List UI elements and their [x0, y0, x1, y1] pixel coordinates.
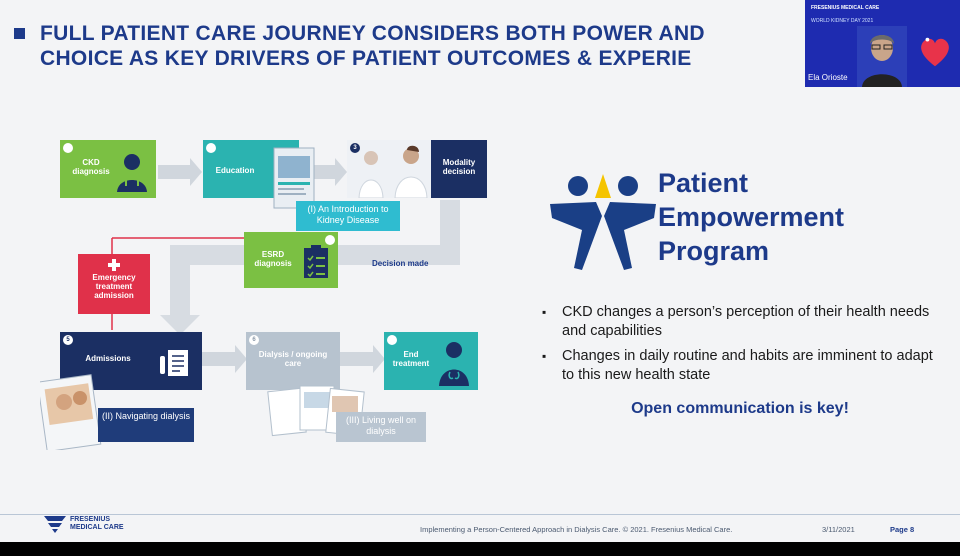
program-title-line-3: Program — [658, 236, 770, 266]
title-line-1: FULL PATIENT CARE JOURNEY CONSIDERS BOTH… — [40, 22, 705, 45]
patient-icon — [439, 342, 469, 386]
document-icon — [160, 350, 188, 376]
program-bullets: CKD changes a person’s perception of the… — [540, 303, 940, 391]
step-number: 5 — [63, 335, 73, 345]
fresenius-logo-icon — [44, 516, 66, 533]
step-number: 7 — [387, 335, 397, 345]
presenter-webcam: FRESENIUS MEDICAL CARE WORLD KIDNEY DAY … — [805, 0, 960, 87]
modality-decision-box: Modality decision — [431, 140, 487, 198]
step-label: Dialysis / ongoing care — [258, 350, 328, 368]
program-title-line-1: Patient — [658, 168, 749, 198]
page-number: Page 8 — [890, 525, 915, 534]
step-number: 6 — [249, 335, 259, 345]
clinicians-image — [358, 145, 428, 198]
slide-title: FULL PATIENT CARE JOURNEY CONSIDERS BOTH… — [14, 22, 804, 72]
footer-brand-line-2: MEDICAL CARE — [70, 524, 124, 531]
bullet-daily-routine: Changes in daily routine and habits are … — [540, 347, 940, 385]
step-label: Admissions — [85, 354, 131, 363]
plus-icon — [108, 259, 120, 271]
key-message: Open communication is key! — [631, 400, 849, 417]
step-modality-decision: 3 Modality decision — [347, 140, 487, 198]
step-end-treatment: 7 End treatment — [384, 332, 478, 390]
decision-made-label: Decision made — [372, 259, 429, 268]
doctor-icon — [117, 154, 147, 192]
webcam-logo: FRESENIUS MEDICAL CARE — [811, 5, 880, 11]
emergency-label: Emergency treatment admission — [92, 273, 136, 300]
footer-brand: FRESENIUS MEDICAL CARE — [70, 516, 124, 532]
step-label: ESRD diagnosis — [254, 250, 292, 268]
step-ckd-diagnosis: 1 CKD diagnosis — [60, 140, 156, 198]
title-bullet — [14, 28, 25, 39]
footer-citation: Implementing a Person-Centered Approach … — [420, 525, 733, 534]
program-title: Patient Empowerment Program — [658, 166, 844, 268]
title-line-2: CHOICE AS KEY DRIVERS OF PATIENT OUTCOME… — [40, 47, 692, 70]
footer-date: 3/11/2021 — [822, 525, 855, 534]
caption-living-well-dialysis: (III) Living well on dialysis — [336, 412, 426, 442]
step-label: Modality decision — [442, 158, 476, 176]
caption-intro-kidney-disease: (I) An Introduction to Kidney Disease — [296, 201, 400, 231]
video-bottom-bar — [0, 542, 960, 556]
step-label: CKD diagnosis — [72, 158, 110, 176]
step-number: 4 — [325, 235, 335, 245]
step-number: 2 — [206, 143, 216, 153]
webcam-event: WORLD KIDNEY DAY 2021 — [811, 18, 874, 24]
presenter-name: Ela Orioste — [808, 73, 848, 82]
footer-logo: FRESENIUS MEDICAL CARE — [42, 514, 162, 538]
program-title-line-2: Empowerment — [658, 202, 845, 232]
step-label: End treatment — [392, 350, 430, 368]
brochure-image — [273, 147, 315, 209]
brochure-living-well-image — [267, 385, 365, 437]
brochure-navigating-image — [40, 374, 102, 450]
kidney-heart-icon — [921, 37, 949, 67]
step-label: Education — [215, 166, 255, 175]
presenter-avatar — [857, 26, 907, 87]
emergency-treatment-admission: Emergency treatment admission — [78, 254, 150, 314]
footer-divider — [0, 514, 960, 515]
step-esrd-diagnosis: 4 ESRD diagnosis — [244, 232, 338, 288]
step-number: 3 — [350, 143, 360, 153]
step-number: 1 — [63, 143, 73, 153]
checklist-icon — [304, 245, 328, 278]
caption-navigating-dialysis: (II) Navigating dialysis — [98, 408, 194, 442]
patient-empowerment-logo-icon — [550, 174, 656, 270]
footer-brand-line-1: FRESENIUS — [70, 516, 111, 523]
bullet-ckd-perception: CKD changes a person’s perception of the… — [540, 303, 940, 341]
step-dialysis-ongoing-care: 6 Dialysis / ongoing care — [246, 332, 340, 390]
